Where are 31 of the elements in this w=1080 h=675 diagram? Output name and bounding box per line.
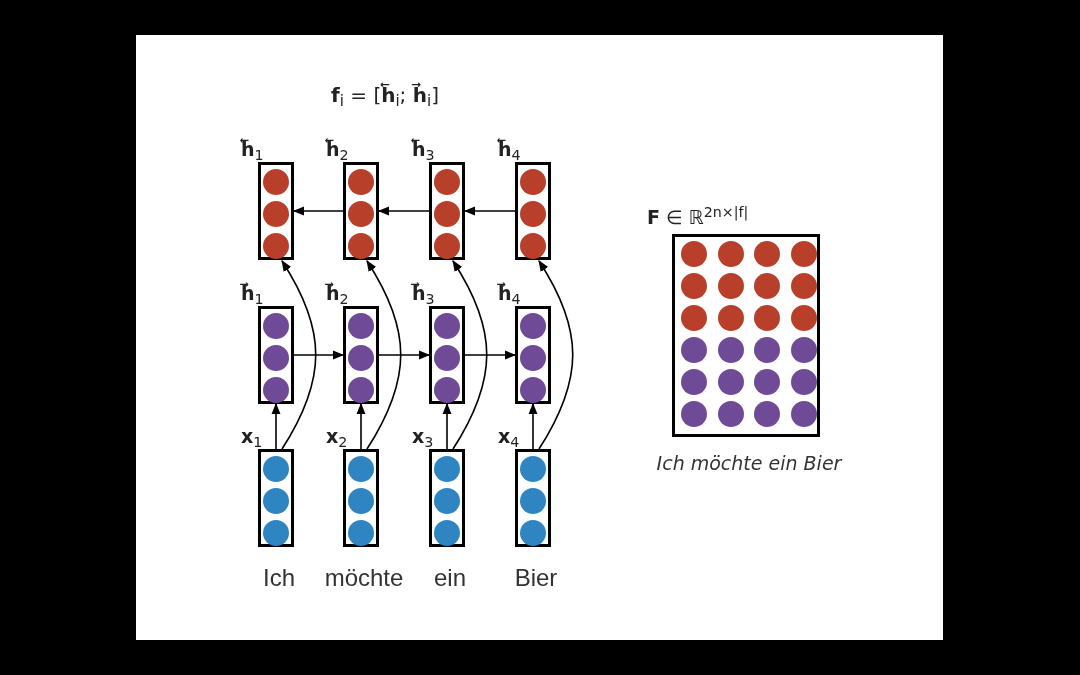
vector-label: x$_{4}$ <box>498 424 520 451</box>
word-label: Bier <box>513 563 559 593</box>
vector-label: h⃗$_{1}$ <box>241 281 264 308</box>
arrow <box>528 402 538 450</box>
vector-label: h⃖$_{1}$ <box>241 137 264 164</box>
arrow <box>281 260 317 450</box>
arrow <box>366 260 402 450</box>
vector-label: h⃖$_{3}$ <box>412 137 435 164</box>
arrow <box>271 402 281 450</box>
vector-label: h⃗$_{4}$ <box>498 281 521 308</box>
arrow <box>464 350 517 360</box>
arrow <box>452 260 488 450</box>
word-label: möchte <box>323 563 405 593</box>
arrow <box>463 206 516 216</box>
vector-label: x$_{2}$ <box>326 424 348 451</box>
vector-label: h⃖$_{4}$ <box>498 137 521 164</box>
vector-label: h⃗$_{3}$ <box>412 281 435 308</box>
vector-label: h⃗$_{2}$ <box>326 281 349 308</box>
matrix-caption: Ich möchte ein Bier <box>655 451 844 476</box>
arrow <box>377 206 430 216</box>
arrow <box>442 402 452 450</box>
vector-label: x$_{1}$ <box>241 424 263 451</box>
vector-label: x$_{3}$ <box>412 424 434 451</box>
vector-label: h⃖$_{2}$ <box>326 137 349 164</box>
arrow <box>356 402 366 450</box>
arrow <box>538 260 574 450</box>
matrix-label: F ∈ ℝ$^{2n×|f|}$ <box>647 203 749 230</box>
arrow <box>293 350 345 360</box>
arrow <box>292 206 344 216</box>
arrow <box>378 350 431 360</box>
formula-title: f$_{i}$ = [h⃖$_{i}$; h⃗$_{i}$] <box>330 81 440 110</box>
